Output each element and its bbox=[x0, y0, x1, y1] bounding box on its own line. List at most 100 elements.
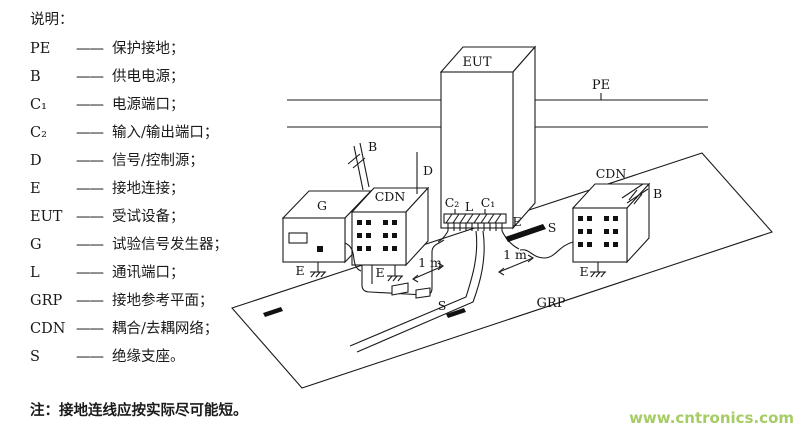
cable-connector bbox=[391, 282, 409, 296]
legend-desc: 绝缘支座。 bbox=[112, 349, 185, 365]
legend-dash: —— bbox=[76, 209, 104, 225]
eut-cable-bundle-right bbox=[501, 230, 520, 250]
eut-cable-bundle-left bbox=[437, 230, 449, 243]
dimension-right bbox=[498, 254, 534, 276]
legend-item: EUT —— 受试设备； bbox=[30, 205, 258, 233]
legend-desc: 通讯端口； bbox=[112, 265, 185, 281]
legend-item: E —— 接地连接； bbox=[30, 177, 258, 205]
label-dist-right: 1 m bbox=[503, 247, 527, 262]
dimension-left bbox=[412, 262, 444, 283]
supply-feed-right bbox=[621, 183, 649, 205]
insulating-support-pad bbox=[263, 307, 283, 317]
watermark: www.cntronics.com bbox=[629, 409, 794, 427]
cable-connector bbox=[415, 287, 431, 299]
feed-slash bbox=[633, 193, 643, 205]
legend-item: S —— 绝缘支座。 bbox=[30, 345, 258, 373]
legend-dash: —— bbox=[76, 349, 104, 365]
legend-item: D —— 信号/控制源； bbox=[30, 149, 258, 177]
label-cdn-left: CDN bbox=[375, 189, 406, 204]
label-e-cdn-left: E bbox=[375, 265, 384, 280]
legend-dash: —— bbox=[76, 69, 104, 85]
ground-symbol-cdn-right bbox=[590, 262, 606, 278]
label-eut: EUT bbox=[462, 55, 491, 70]
generator-box bbox=[281, 189, 373, 264]
label-dist-left: 1 m bbox=[418, 255, 442, 270]
legend: 说明： PE —— 保护接地； B —— 供电电源； C₁ —— 电源端口； C… bbox=[30, 10, 258, 373]
legend-item: C₂ —— 输入/输出端口； bbox=[30, 121, 258, 149]
label-l: L bbox=[465, 199, 473, 214]
legend-desc: 电源端口； bbox=[112, 97, 185, 113]
footnote: 注：接地连线应按实际尽可能短。 bbox=[30, 402, 248, 419]
label-c2: C₂ bbox=[445, 195, 460, 210]
legend-dash: —— bbox=[76, 293, 104, 309]
legend-desc: 受试设备； bbox=[112, 209, 185, 225]
legend-desc: 供电电源； bbox=[112, 69, 185, 85]
legend-dash: —— bbox=[76, 97, 104, 113]
legend-dash: —— bbox=[76, 265, 104, 281]
legend-title: 说明： bbox=[30, 12, 74, 28]
legend-desc: 接地连接； bbox=[112, 181, 185, 197]
label-b-right: B bbox=[653, 186, 662, 201]
cdn-right-to-eut-cable bbox=[519, 241, 574, 259]
legend-desc: 输入/输出端口； bbox=[112, 125, 219, 141]
label-e-cdn-right: E bbox=[579, 264, 588, 279]
generator-knob bbox=[317, 246, 323, 252]
label-generator: G bbox=[317, 198, 327, 213]
legend-symbol: PE bbox=[30, 41, 51, 57]
label-cdn-right: CDN bbox=[596, 166, 627, 181]
legend-item: PE —— 保护接地； bbox=[30, 37, 258, 65]
feed-slash bbox=[347, 153, 361, 165]
mains-cable-line bbox=[356, 230, 485, 353]
eut-front-face bbox=[440, 71, 514, 229]
label-s-eut: S bbox=[548, 220, 557, 235]
legend-desc: 接地参考平面； bbox=[112, 293, 214, 309]
legend-symbol: C₂ bbox=[30, 125, 47, 141]
legend-symbol: EUT bbox=[30, 209, 63, 225]
label-b-left: B bbox=[368, 139, 377, 154]
ground-symbol-generator bbox=[310, 262, 326, 278]
legend-symbol: E bbox=[30, 181, 41, 197]
supply-feed-left bbox=[347, 142, 370, 191]
legend-symbol: GRP bbox=[30, 293, 63, 309]
label-grp: GRP bbox=[537, 296, 566, 311]
generator-to-cdn-cable bbox=[344, 242, 362, 272]
cdn-right-box bbox=[571, 182, 651, 264]
legend-item: B —— 供电电源； bbox=[30, 65, 258, 93]
legend-symbol: L bbox=[30, 265, 40, 281]
legend-dash: —— bbox=[76, 125, 104, 141]
legend-dash: —— bbox=[76, 181, 104, 197]
legend-symbol: G bbox=[30, 237, 42, 253]
feed-slash bbox=[628, 189, 638, 201]
legend-item: GRP —— 接地参考平面； bbox=[30, 289, 258, 317]
legend-item: L —— 通讯端口； bbox=[30, 261, 258, 289]
legend-symbol: B bbox=[30, 69, 41, 85]
ground-symbol-cdn-left bbox=[387, 265, 403, 282]
label-s-cable: S bbox=[438, 298, 447, 313]
feed-slash bbox=[352, 157, 366, 169]
cables bbox=[344, 230, 574, 353]
legend-symbol: CDN bbox=[30, 321, 66, 337]
legend-desc: 保护接地； bbox=[112, 41, 185, 57]
legend-desc: 试验信号发生器； bbox=[112, 237, 228, 253]
mains-cable-line bbox=[349, 230, 478, 347]
cdn-left-front-face bbox=[351, 211, 407, 266]
label-d: D bbox=[423, 163, 433, 178]
label-e-generator: E bbox=[295, 263, 304, 278]
insulating-support-eut bbox=[505, 224, 546, 242]
eut-side-face bbox=[512, 45, 536, 230]
legend-item: C₁ —— 电源端口； bbox=[30, 93, 258, 121]
legend-desc: 耦合/去耦网络； bbox=[112, 321, 219, 337]
generator-front-face bbox=[282, 217, 346, 263]
legend-dash: —— bbox=[76, 153, 104, 169]
legend-dash: —— bbox=[76, 237, 104, 253]
eut-box bbox=[439, 45, 537, 231]
eut-connector-strip bbox=[443, 213, 507, 224]
insulating-support-pad bbox=[446, 308, 466, 318]
generator-display bbox=[288, 232, 308, 244]
legend-dash: —— bbox=[76, 321, 104, 337]
legend-desc: 信号/控制源； bbox=[112, 153, 204, 169]
cdn-left-terminals bbox=[357, 220, 397, 251]
cdn-left-box bbox=[350, 186, 430, 267]
legend-symbol: C₁ bbox=[30, 97, 47, 113]
